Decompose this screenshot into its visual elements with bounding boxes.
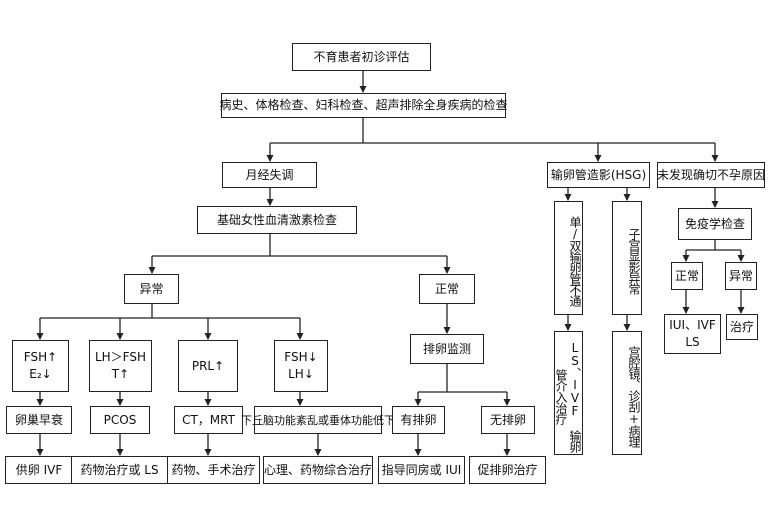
node-drug-surgery: 药物、手术治疗 [167,456,260,484]
node-unexplained: 未发现确切不孕原因 [657,162,765,188]
node-induce-ovulation: 促排卵治疗 [469,456,546,484]
node-iui-ivf-ls: IUI、IVF LS [664,314,721,354]
node-hsg: 输卵管造影(HSG) [547,162,650,188]
node-no-ovulation: 无排卵 [481,406,535,434]
node-uterine-abnormal: 子宫显影异常 [612,201,642,315]
node-ovulation-monitor: 排卵监测 [410,334,484,364]
node-fsh-low: FSH↓ LH↓ [274,340,328,392]
node-general-exam: 病史、体格检查、妇科检查、超声排除全身疾病的检查 [220,93,508,118]
node-drug-ls: 药物治疗或 LS [71,456,168,484]
node-lh-gt-fsh-line1: LH＞FSH [94,350,147,364]
node-hormone-test: 基础女性血清激素检查 [197,206,357,234]
node-donor-ivf: 供卵 IVF [5,456,73,484]
node-ovarian-failure: 卵巢早衰 [6,406,72,434]
node-normal: 正常 [419,274,475,304]
node-lh-gt-fsh: LH＞FSH T↑ [89,340,152,392]
node-abnormal: 异常 [124,274,179,304]
node-iui-ivf-line2: LS [685,335,700,349]
node-hypothalamic: 下丘脑功能紊乱或垂体功能低下 [241,406,395,434]
node-ls-ivf-intervention: LS、IVF 输卵管介入治疗 [554,331,583,455]
node-tube-blocked: 单/双输卵管不通 [554,201,583,315]
node-root: 不育患者初诊评估 [292,43,431,71]
node-lh-gt-fsh-line2: T↑ [111,367,130,381]
node-fsh-low-line2: LH↓ [288,367,314,381]
node-guided-iui: 指导同房或 IUI [378,456,465,484]
node-fsh-high: FSH↑ E₂↓ [12,340,69,392]
node-immunology: 免疫学检查 [678,208,752,240]
node-ct-mri: CT，MRT [174,406,243,434]
node-immunology-normal: 正常 [671,262,703,290]
node-iui-ivf-line1: IUI、IVF [669,318,716,332]
node-hysteroscopy: 宫腔镜、诊刮+病理 [612,331,642,455]
node-pcos: PCOS [90,406,150,434]
node-immunology-abnormal: 异常 [725,262,757,290]
node-menstrual-disorder: 月经失调 [222,162,317,188]
node-treatment: 治疗 [726,314,758,340]
node-psych-drug: 心理、药物综合治疗 [263,456,373,484]
node-has-ovulation: 有排卵 [392,406,445,434]
node-fsh-high-line1: FSH↑ [23,350,58,364]
node-prl-high: PRL↑ [178,340,238,392]
node-fsh-low-line1: FSH↓ [284,350,318,364]
node-fsh-high-line2: E₂↓ [29,367,52,381]
